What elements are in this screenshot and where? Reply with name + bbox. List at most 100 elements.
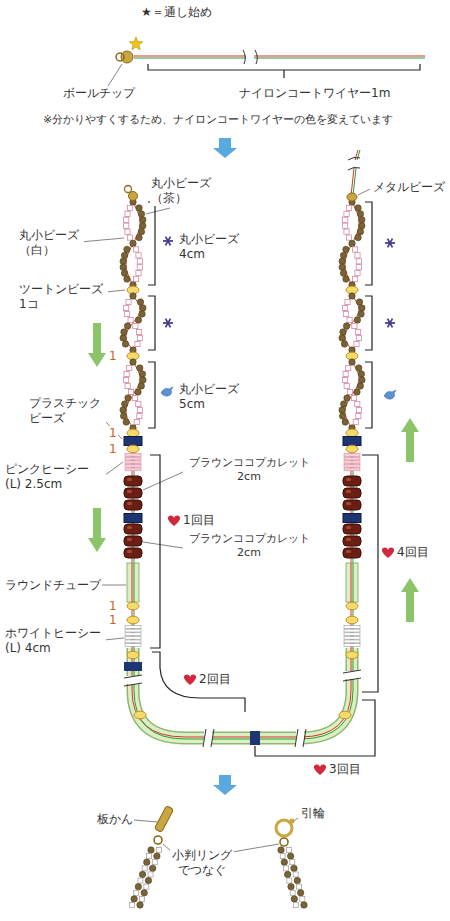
white-seed-bead — [343, 305, 348, 310]
brown-seed-bead — [342, 419, 348, 425]
coco-highlight — [127, 550, 132, 553]
white-seed-bead — [124, 311, 129, 316]
brown-seed-bead — [301, 902, 307, 908]
brown-seed-bead — [341, 341, 347, 347]
brown-seed-bead — [291, 896, 297, 902]
leader-lines — [80, 64, 370, 852]
round-tube — [133, 648, 352, 738]
leader-line — [100, 585, 126, 586]
coco-highlight — [346, 478, 351, 481]
brown-seed-bead — [339, 258, 345, 264]
white-seed-bead — [355, 271, 360, 276]
white-seed-bead — [133, 276, 138, 281]
white-seed-bead — [157, 848, 162, 853]
asterisk-stroke — [166, 319, 171, 328]
brown-seed-bead — [359, 223, 365, 229]
white-seed-bead — [355, 329, 360, 334]
brown-seed-bead — [137, 902, 143, 908]
part-name: ブラウンココプカレット 2cm — [185, 532, 313, 560]
nylon-wire — [134, 57, 425, 58]
brown-seed-bead — [136, 205, 142, 211]
white-seed-bead — [343, 217, 348, 222]
flow-arrow — [213, 138, 237, 158]
bracket-line — [365, 362, 372, 428]
brown-seed-bead — [139, 871, 145, 877]
break-mark — [243, 50, 245, 64]
white-seed-bead — [349, 293, 354, 298]
pink-heishi — [344, 468, 360, 471]
brown-coco-cullet — [343, 488, 361, 498]
brown-seed-bead — [148, 847, 154, 853]
symbols — [88, 138, 419, 795]
white-seed-bead — [346, 235, 351, 240]
two-tone-bead — [127, 429, 139, 437]
white-seed-bead — [127, 205, 132, 210]
brown-seed-bead — [355, 205, 361, 211]
spring-ring — [276, 820, 292, 836]
brown-seed-bead — [358, 371, 364, 377]
metal-bead — [347, 193, 357, 201]
break-mark — [124, 675, 142, 686]
white-seed-bead — [294, 903, 299, 908]
brown-seed-bead — [340, 329, 346, 335]
bracket-line — [148, 362, 155, 428]
heart-mark — [314, 764, 326, 775]
brown-coco-cullet — [124, 488, 142, 498]
white-seed-bead — [128, 317, 133, 322]
brown-seed-bead — [124, 323, 130, 329]
brown-seed-bead — [131, 896, 137, 902]
asterisk-mark — [163, 237, 173, 246]
brown-seed-bead — [288, 883, 294, 889]
part-name: プラスチックビーズ — [28, 396, 106, 426]
white-seed-bead — [137, 413, 142, 418]
white-seed-bead — [126, 299, 131, 304]
white-heishi — [125, 626, 141, 629]
white-seed-bead — [287, 848, 292, 853]
bird-mark — [161, 387, 173, 396]
white-heishi — [344, 644, 360, 647]
leader-line — [143, 542, 183, 548]
white-seed-bead — [345, 299, 350, 304]
brown-seed-bead — [124, 246, 130, 252]
white-seed-bead — [280, 854, 285, 859]
brown-seed-bead — [130, 240, 136, 246]
white-seed-bead — [344, 229, 349, 234]
white-seed-bead — [133, 323, 138, 328]
brown-seed-bead — [122, 401, 128, 407]
brown-seed-bead — [341, 401, 347, 407]
white-seed-bead — [136, 401, 141, 406]
direction-arrow — [401, 418, 419, 462]
brown-seed-bead — [144, 859, 150, 865]
brown-seed-bead — [278, 847, 284, 853]
dimension-label: ホワイトヒーシー(L) 4cm — [4, 626, 106, 656]
nylon-wire — [353, 168, 356, 196]
white-seed-bead — [343, 223, 348, 228]
leader-line — [358, 189, 370, 195]
white-seed-bead — [124, 223, 129, 228]
part-name: 引輪 — [300, 806, 326, 821]
direction-arrow — [88, 323, 106, 367]
brown-seed-bead — [339, 335, 345, 341]
asterisk-stroke — [388, 239, 393, 248]
spring-ring-tab — [290, 819, 295, 824]
part-name: ラウンドチューブ — [4, 578, 102, 593]
brown-coco-cullet — [124, 536, 142, 546]
coco-highlight — [346, 526, 351, 529]
step-label: 3回目 — [328, 762, 362, 777]
brown-coco-cullet — [124, 548, 142, 558]
two-tone-bead — [127, 445, 139, 453]
brown-seed-bead — [121, 329, 127, 335]
white-seed-bead — [138, 878, 143, 883]
bead-column — [120, 196, 146, 648]
white-heishi — [125, 640, 141, 643]
count-label: 1 — [108, 426, 118, 441]
asterisk-mark — [385, 319, 395, 328]
white-seed-bead — [290, 890, 295, 895]
nylon-wire — [132, 563, 133, 602]
leader-line — [104, 638, 124, 640]
plastic-bead — [124, 662, 142, 671]
white-seed-bead — [349, 359, 354, 364]
brown-seed-bead — [120, 407, 126, 413]
direction-arrow — [401, 578, 419, 622]
coco-highlight — [346, 550, 351, 553]
